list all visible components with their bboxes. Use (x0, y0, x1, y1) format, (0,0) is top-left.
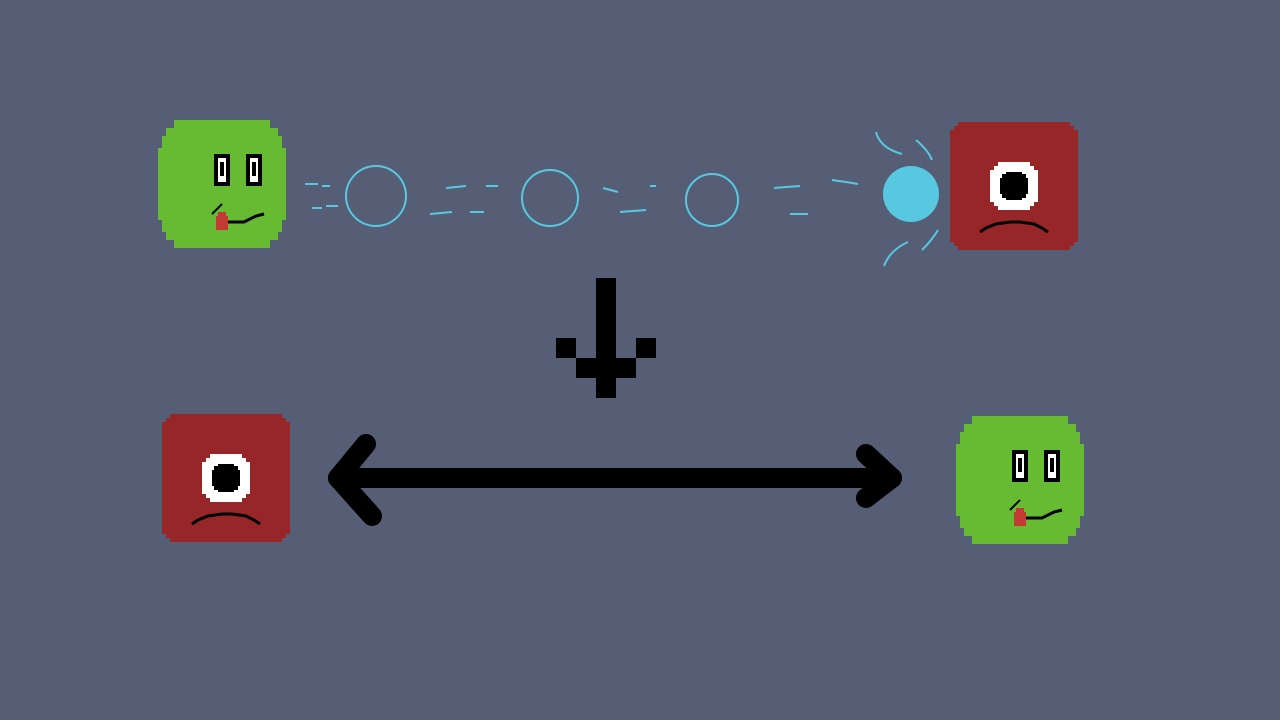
green-blob-swapped (954, 414, 1086, 546)
red-block-swapped (160, 412, 292, 544)
down-arrow-icon (556, 278, 656, 398)
energy-ball-icon (883, 166, 939, 222)
trail-ring (521, 169, 579, 227)
red-block-target (948, 120, 1080, 252)
double-headed-arrow-icon (328, 434, 902, 526)
projectile-trail (305, 131, 939, 267)
trail-ring (685, 173, 739, 227)
trail-ring (345, 165, 407, 227)
green-blob-caster (156, 118, 288, 250)
